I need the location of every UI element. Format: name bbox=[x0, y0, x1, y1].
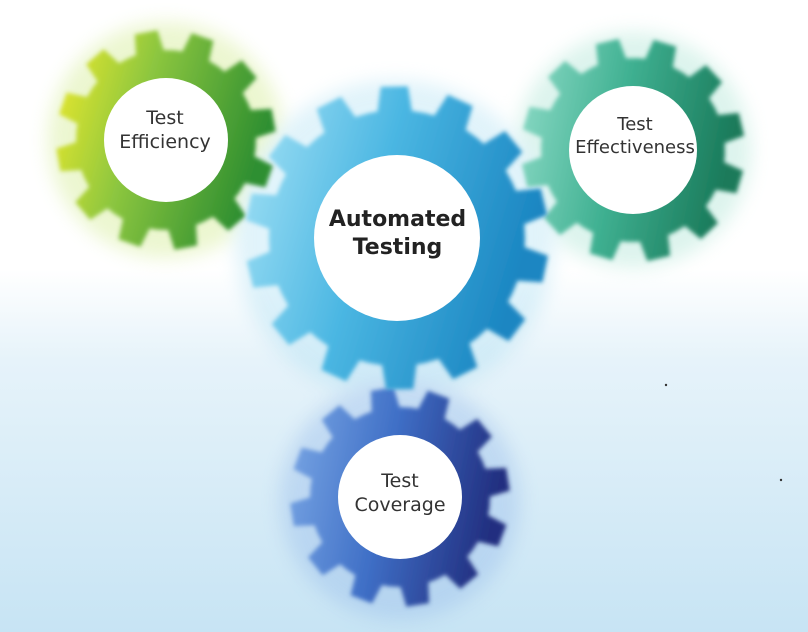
label-line: Test bbox=[617, 114, 653, 135]
center-effectiveness bbox=[569, 86, 697, 214]
label-automated-testing: Automated Testing bbox=[305, 206, 490, 261]
center-efficiency bbox=[104, 78, 228, 202]
center-coverage bbox=[338, 435, 462, 559]
label-line: Test bbox=[381, 470, 419, 492]
label-test-coverage: Test Coverage bbox=[330, 470, 470, 518]
label-test-effectiveness: Test Effectiveness bbox=[555, 114, 715, 159]
label-line: Efficiency bbox=[119, 130, 211, 153]
label-line: Automated bbox=[328, 207, 467, 232]
center-automated bbox=[314, 155, 480, 321]
label-line: Coverage bbox=[354, 493, 446, 516]
decorative-dot bbox=[779, 478, 783, 482]
label-test-efficiency: Test Efficiency bbox=[95, 107, 235, 155]
label-line: Effectiveness bbox=[575, 136, 695, 158]
label-line: Test bbox=[146, 107, 184, 129]
label-line: Testing bbox=[352, 234, 443, 260]
decorative-dot bbox=[664, 383, 668, 387]
